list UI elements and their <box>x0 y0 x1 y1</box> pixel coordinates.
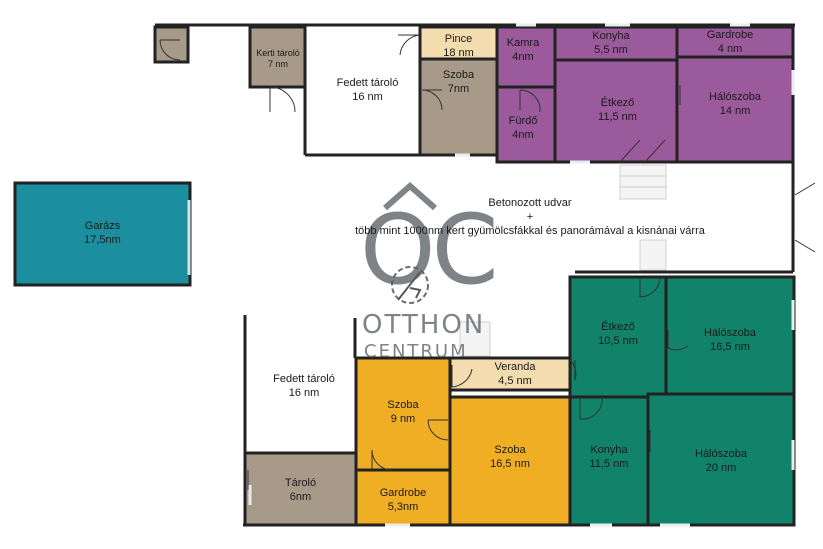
room-etkezo-top <box>553 58 679 164</box>
label-etkezo-right: Étkező 10,5 nm <box>570 320 666 348</box>
label-pince-name: Pince <box>444 33 473 45</box>
steps <box>459 164 667 357</box>
label-konyha-bottom-name: Konyha <box>590 444 628 456</box>
label-haloszoba-top-area: 14 nm <box>719 105 751 117</box>
label-courtyard: Betonozott udvar + több mint 1000nm kert… <box>310 196 750 238</box>
label-gardrobe-bottom-area: 5,3nm <box>387 501 419 513</box>
label-gardrobe-bottom: Gardrobe 5,3nm <box>356 486 450 514</box>
room-garazs <box>13 181 192 287</box>
label-gardrobe-top-area: 4 nm <box>717 43 743 55</box>
room-tarolo <box>243 451 358 527</box>
label-haloszoba-bottom-name: Hálószoba <box>695 448 747 460</box>
label-etkezo-right-name: Étkező <box>601 321 635 333</box>
purple-unit <box>495 25 795 164</box>
green-unit <box>568 275 796 527</box>
label-konyha-top-area: 5,5 nm <box>594 44 628 56</box>
label-tarolo-area: 6nm <box>289 491 312 503</box>
label-courtyard-line1: Betonozott udvar <box>488 197 572 209</box>
label-szoba-165-name: Szoba <box>494 444 526 456</box>
label-fedett-tarolo-bottom-area: 16 nm <box>288 387 320 399</box>
label-haloszoba-top: Hálószoba 14 nm <box>677 90 793 118</box>
windows <box>248 23 795 527</box>
label-konyha-top: Konyha 5,5 nm <box>555 29 667 57</box>
label-etkezo-top: Étkező 11,5 nm <box>560 96 675 124</box>
room-kerti-tarolo <box>248 25 307 89</box>
label-haloszoba-right-area: 16,5 nm <box>710 341 750 353</box>
label-kerti-tarolo-area: 7 nm <box>267 59 288 69</box>
watermark-line2: CENTRUM <box>364 341 468 362</box>
label-kerti-tarolo-name: Kerti tároló <box>256 48 300 58</box>
label-gardrobe-bottom-name: Gardrobe <box>379 487 427 499</box>
label-furdo-name: Fürdő <box>508 115 538 127</box>
doors <box>159 34 816 490</box>
label-tarolo: Tároló 6nm <box>245 476 356 504</box>
watermark-line1: OTTHON <box>362 310 486 340</box>
label-garazs: Garázs 17,5nm <box>15 219 190 247</box>
label-fedett-tarolo-bottom: Fedett tároló 16 nm <box>255 372 353 400</box>
label-etkezo-top-name: Étkező <box>600 97 635 109</box>
label-etkezo-top-area: 11,5 nm <box>598 111 637 123</box>
label-szoba-165: Szoba 16,5 nm <box>450 443 570 471</box>
room-gardrobe-bottom <box>354 468 452 527</box>
label-fedett-tarolo-top-area: 16 nm <box>352 91 383 103</box>
label-pince: Pince 18 nm <box>420 32 497 60</box>
room-small-shed <box>153 25 190 64</box>
label-veranda-name: Veranda <box>494 361 536 373</box>
label-szoba-9-area: 9 nm <box>390 413 416 425</box>
label-gardrobe-top-name: Gardrobe <box>706 29 754 41</box>
label-garazs-name: Garázs <box>84 220 121 232</box>
label-kamra: Kamra 4nm <box>497 36 549 64</box>
watermark-logo-icon <box>383 182 437 304</box>
label-konyha-top-name: Konyha <box>592 30 630 42</box>
label-furdo: Fürdő 4nm <box>497 114 549 142</box>
label-szoba-165-area: 16,5 nm <box>490 458 530 470</box>
label-haloszoba-right: Hálószoba 16,5 nm <box>666 326 794 354</box>
label-kamra-name: Kamra <box>506 37 540 49</box>
label-etkezo-right-area: 10,5 nm <box>598 335 638 347</box>
label-fedett-tarolo-top: Fedett tároló 16 nm <box>320 76 415 104</box>
label-kamra-area: 4nm <box>512 51 534 63</box>
label-haloszoba-right-name: Hálószoba <box>704 327 756 339</box>
label-konyha-bottom-area: 11,5 nm <box>589 458 629 470</box>
label-szoba-top-area: 7nm <box>447 83 470 95</box>
room-haloszoba-top <box>675 55 795 164</box>
room-haloszoba-right <box>664 275 796 396</box>
label-veranda-area: 4,5 nm <box>498 375 532 387</box>
label-haloszoba-bottom-area: 20 nm <box>705 462 737 474</box>
room-szoba-165 <box>448 395 572 527</box>
label-courtyard-line2: + <box>526 211 534 223</box>
label-haloszoba-bottom: Hálószoba 20 nm <box>648 447 794 475</box>
label-szoba-top-name: Szoba <box>442 69 475 81</box>
label-szoba-9: Szoba 9 nm <box>356 398 450 426</box>
label-gardrobe-top: Gardrobe 4 nm <box>677 28 783 56</box>
label-pince-area: 18 nm <box>443 47 474 59</box>
label-furdo-area: 4nm <box>512 129 534 141</box>
label-kerti-tarolo: Kerti tároló 7 nm <box>252 48 304 70</box>
label-garazs-area: 17,5nm <box>84 234 121 246</box>
label-szoba-9-name: Szoba <box>387 399 419 411</box>
label-fedett-tarolo-top-name: Fedett tároló <box>336 77 399 89</box>
label-konyha-bottom: Konyha 11,5 nm <box>570 443 648 471</box>
room-haloszoba-bottom <box>646 392 796 527</box>
label-haloszoba-top-name: Hálószoba <box>709 91 761 103</box>
label-veranda: Veranda 4,5 nm <box>465 360 565 388</box>
room-szoba-top <box>418 57 499 157</box>
watermark-letters: OC <box>360 194 499 306</box>
label-szoba-top: Szoba 7nm <box>420 68 497 96</box>
label-courtyard-line3: több mint 1000nm kert gyümölcsfákkal és … <box>355 225 705 237</box>
label-fedett-tarolo-bottom-name: Fedett tároló <box>273 373 335 385</box>
label-tarolo-name: Tároló <box>284 477 317 489</box>
